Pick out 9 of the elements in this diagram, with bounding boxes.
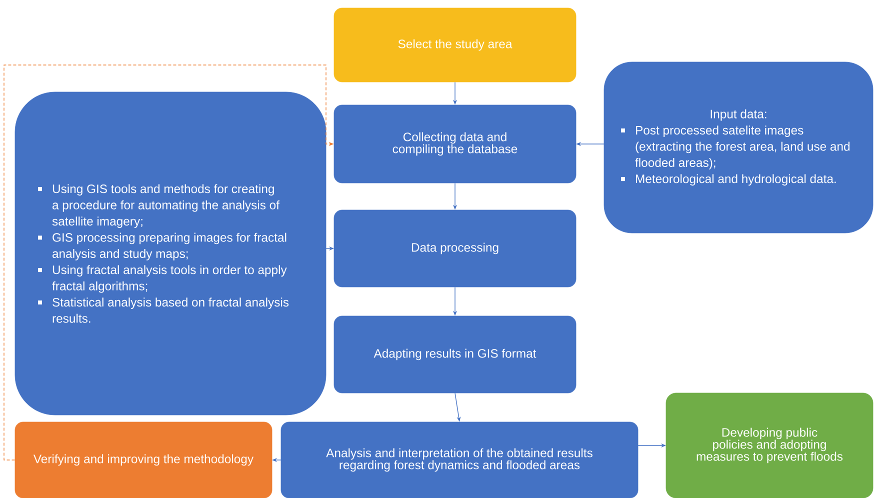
method-list-box: Using GIS tools and methods for creating a procedure for automating the analysis of satellite imagery; GIS processing preparing images for fractal analysis and study maps; Using fractal analysis tools in order to apply fractal algorithms; Statistical analysis based on fractal analysis results.: [14, 92, 326, 416]
process-box: Adapting results in GIS format: [334, 316, 576, 394]
process-box: Analysis and interpretation of the obtained results regarding forest dynamics and flooded areas: [280, 422, 638, 498]
input-data-box: Input data: Post processed satelite images (extracting the forest area, land use and flooded areas); Meteorological and hydrological data.: [604, 62, 874, 234]
outcome-box: Developing public policies and adopting measures to prevent floods: [666, 392, 874, 498]
process-box: Select the study area: [334, 8, 576, 82]
feedback-box: Verifying and improving the methodology: [14, 422, 272, 498]
process-box: Data processing: [334, 210, 576, 288]
process-box: Collecting data and compiling the database: [334, 104, 576, 184]
